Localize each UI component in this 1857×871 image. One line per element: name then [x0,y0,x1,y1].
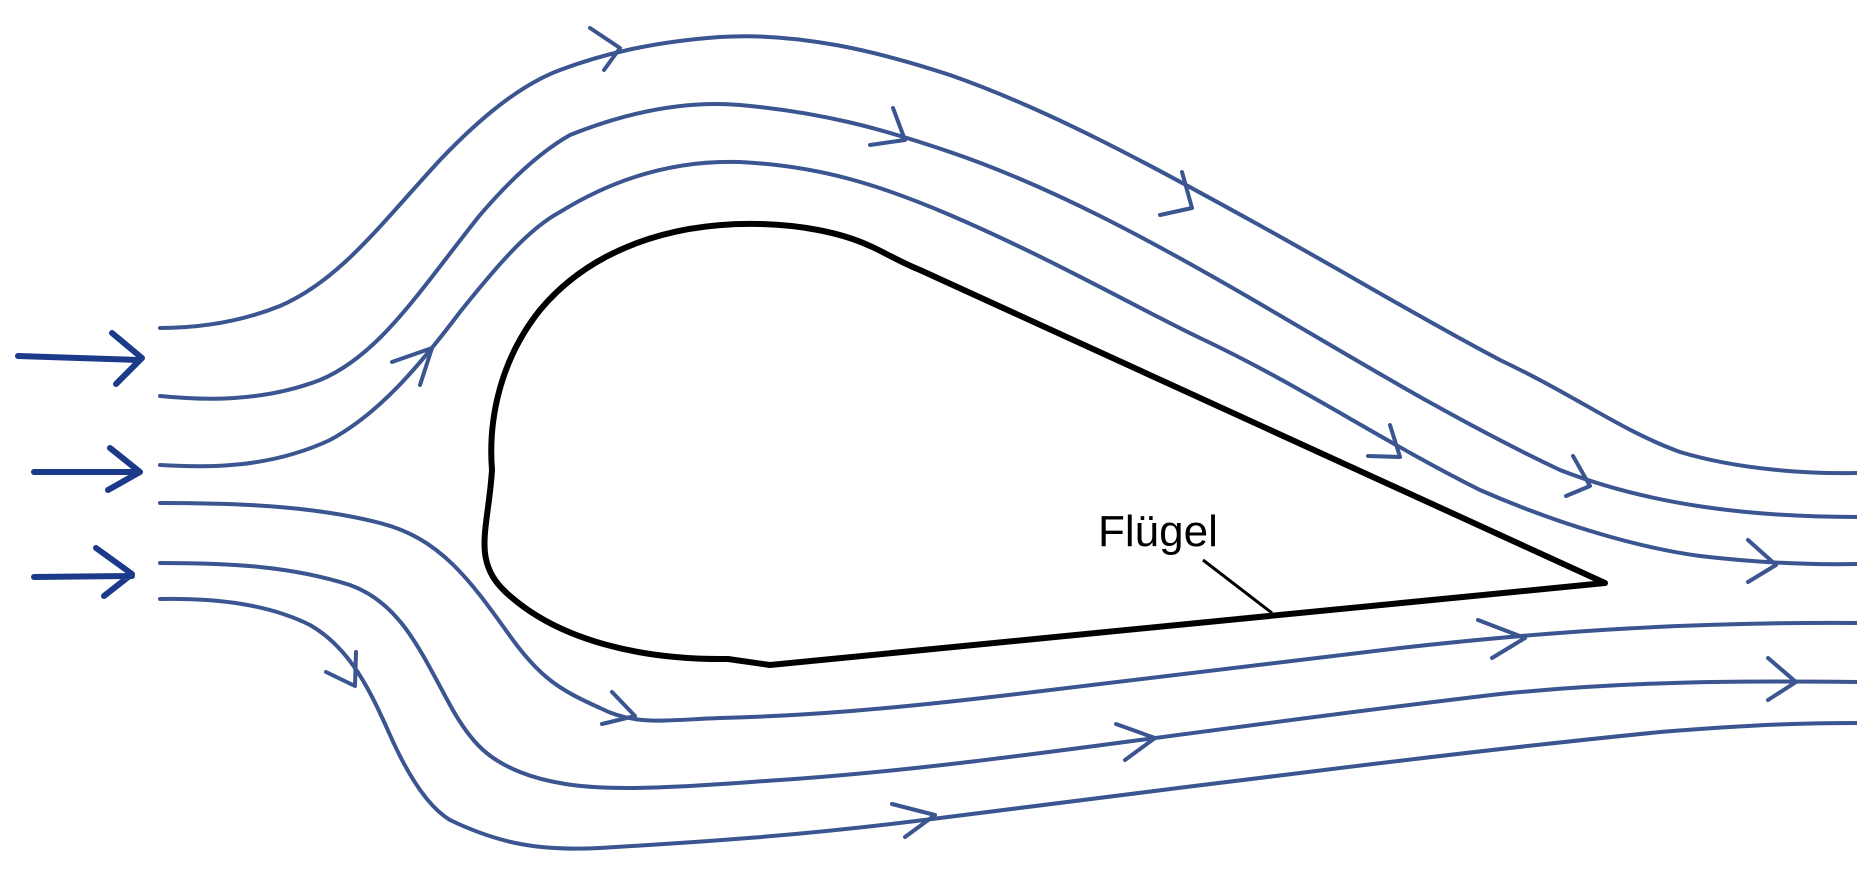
streamline-arrowhead [1158,170,1194,217]
streamline-arrowhead [390,346,434,387]
streamline-bottom-1 [158,501,1857,723]
streamline-arrowhead [868,106,907,147]
wing-label-leader [1202,558,1273,615]
streamline-top-2 [158,102,1857,519]
streamline-arrowhead [600,690,637,726]
streamline-arrowhead [1114,722,1157,762]
inflow-arrow [31,445,143,493]
streamline-arrowhead [890,802,937,839]
streamline-bottom-2 [158,561,1857,790]
streamline-arrowhead [588,26,622,72]
streamline-arrowhead [1476,618,1527,660]
streamline-arrowhead [1564,454,1592,498]
inflow-arrow [31,545,135,599]
wing-shape [481,220,1608,668]
streamline-top-3 [158,159,1857,567]
streamline-arrowhead [1746,538,1778,584]
streamline-top-1 [158,34,1857,476]
streamline-arrowhead [1366,423,1402,459]
wing-label: Flügel [1098,507,1218,556]
streamline-arrowhead [324,650,358,688]
streamline-arrowhead [1766,656,1798,702]
streamline-bottom-3 [158,596,1857,851]
inflow-arrow [15,330,145,387]
